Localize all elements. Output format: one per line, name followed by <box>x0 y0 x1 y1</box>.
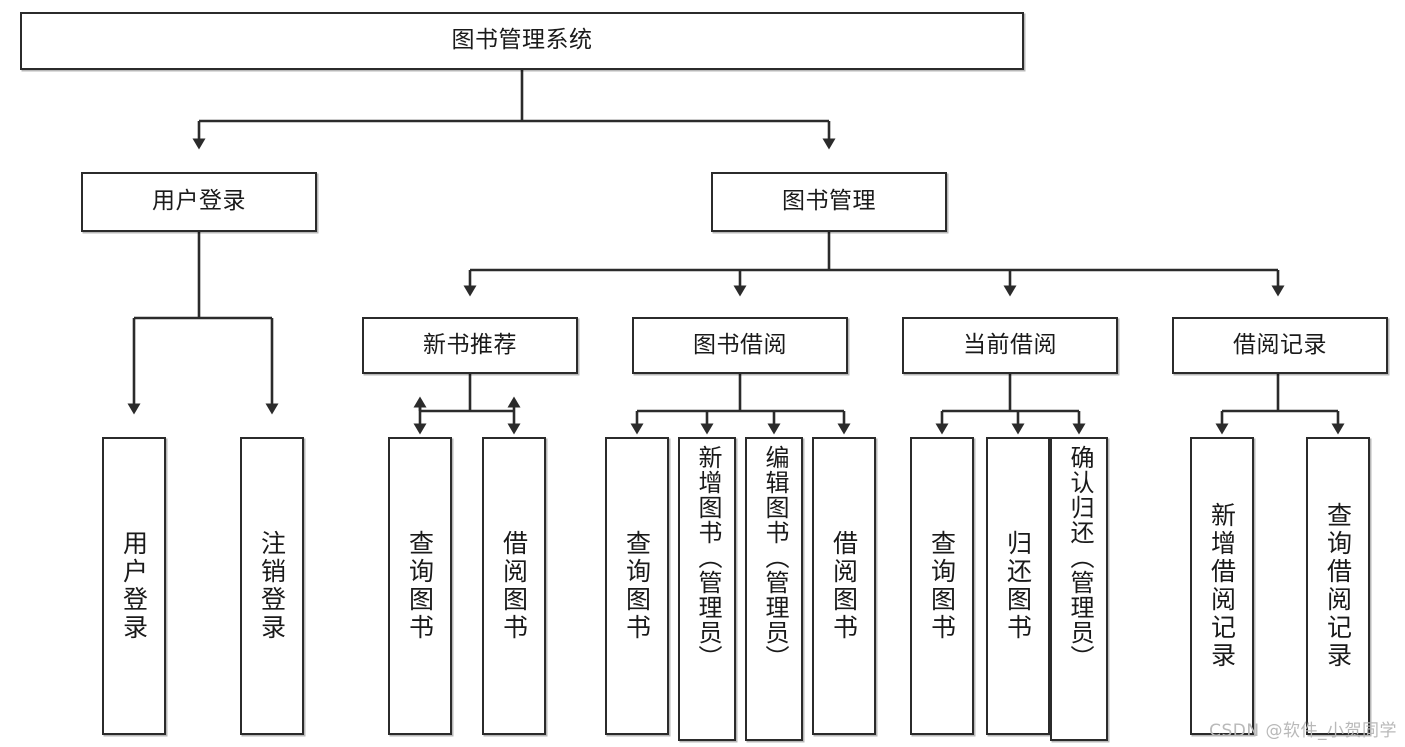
node-leaf-add-borrow-record-label: 新增借阅记录 <box>1207 502 1237 670</box>
node-borrow-record[interactable]: 借阅记录 <box>1172 317 1388 374</box>
node-book-borrow-label: 图书借阅 <box>693 331 787 358</box>
node-leaf-user-login-label: 用户登录 <box>119 530 149 642</box>
node-book-manage[interactable]: 图书管理 <box>711 172 947 232</box>
node-leaf-query-book-cb-label: 查询图书 <box>927 530 957 642</box>
node-leaf-add-book-admin-label: 新增图书（管理员） <box>693 445 722 670</box>
node-user-login[interactable]: 用户登录 <box>81 172 317 232</box>
node-leaf-query-book-rec-label: 查询图书 <box>405 530 435 642</box>
node-current-borrow-label: 当前借阅 <box>963 331 1057 358</box>
node-new-book-rec[interactable]: 新书推荐 <box>362 317 578 374</box>
node-leaf-return-book[interactable]: 归还图书 <box>986 437 1050 735</box>
node-leaf-user-logout-label: 注销登录 <box>257 530 287 642</box>
node-leaf-confirm-return-admin-label: 确认归还（管理员） <box>1065 445 1094 670</box>
node-leaf-borrow-book-rec[interactable]: 借阅图书 <box>482 437 546 735</box>
csdn-watermark: CSDN @软件_小贺同学 <box>1209 721 1397 741</box>
node-user-login-label: 用户登录 <box>152 188 246 215</box>
node-leaf-query-book-cb[interactable]: 查询图书 <box>910 437 974 735</box>
node-book-manage-label: 图书管理 <box>782 188 876 215</box>
node-leaf-return-book-label: 归还图书 <box>1003 530 1033 642</box>
node-leaf-edit-book-admin-label: 编辑图书（管理员） <box>760 445 789 670</box>
node-leaf-user-login[interactable]: 用户登录 <box>102 437 166 735</box>
node-leaf-borrow-book-br[interactable]: 借阅图书 <box>812 437 876 735</box>
node-new-book-rec-label: 新书推荐 <box>423 331 517 358</box>
node-leaf-edit-book-admin[interactable]: 编辑图书（管理员） <box>745 437 803 741</box>
node-leaf-query-book-rec[interactable]: 查询图书 <box>388 437 452 735</box>
node-leaf-confirm-return-admin[interactable]: 确认归还（管理员） <box>1050 437 1108 741</box>
node-leaf-query-book-br-label: 查询图书 <box>622 530 652 642</box>
node-leaf-query-borrow-record-label: 查询借阅记录 <box>1323 502 1353 670</box>
node-book-borrow[interactable]: 图书借阅 <box>632 317 848 374</box>
node-borrow-record-label: 借阅记录 <box>1233 331 1327 358</box>
node-root-label: 图书管理系统 <box>451 27 593 54</box>
node-leaf-borrow-book-rec-label: 借阅图书 <box>499 530 529 642</box>
node-root[interactable]: 图书管理系统 <box>20 12 1024 70</box>
node-current-borrow[interactable]: 当前借阅 <box>902 317 1118 374</box>
node-leaf-user-logout[interactable]: 注销登录 <box>240 437 304 735</box>
node-leaf-add-book-admin[interactable]: 新增图书（管理员） <box>678 437 736 741</box>
node-leaf-borrow-book-br-label: 借阅图书 <box>829 530 859 642</box>
node-leaf-add-borrow-record[interactable]: 新增借阅记录 <box>1190 437 1254 735</box>
node-leaf-query-book-br[interactable]: 查询图书 <box>605 437 669 735</box>
node-leaf-query-borrow-record[interactable]: 查询借阅记录 <box>1306 437 1370 735</box>
